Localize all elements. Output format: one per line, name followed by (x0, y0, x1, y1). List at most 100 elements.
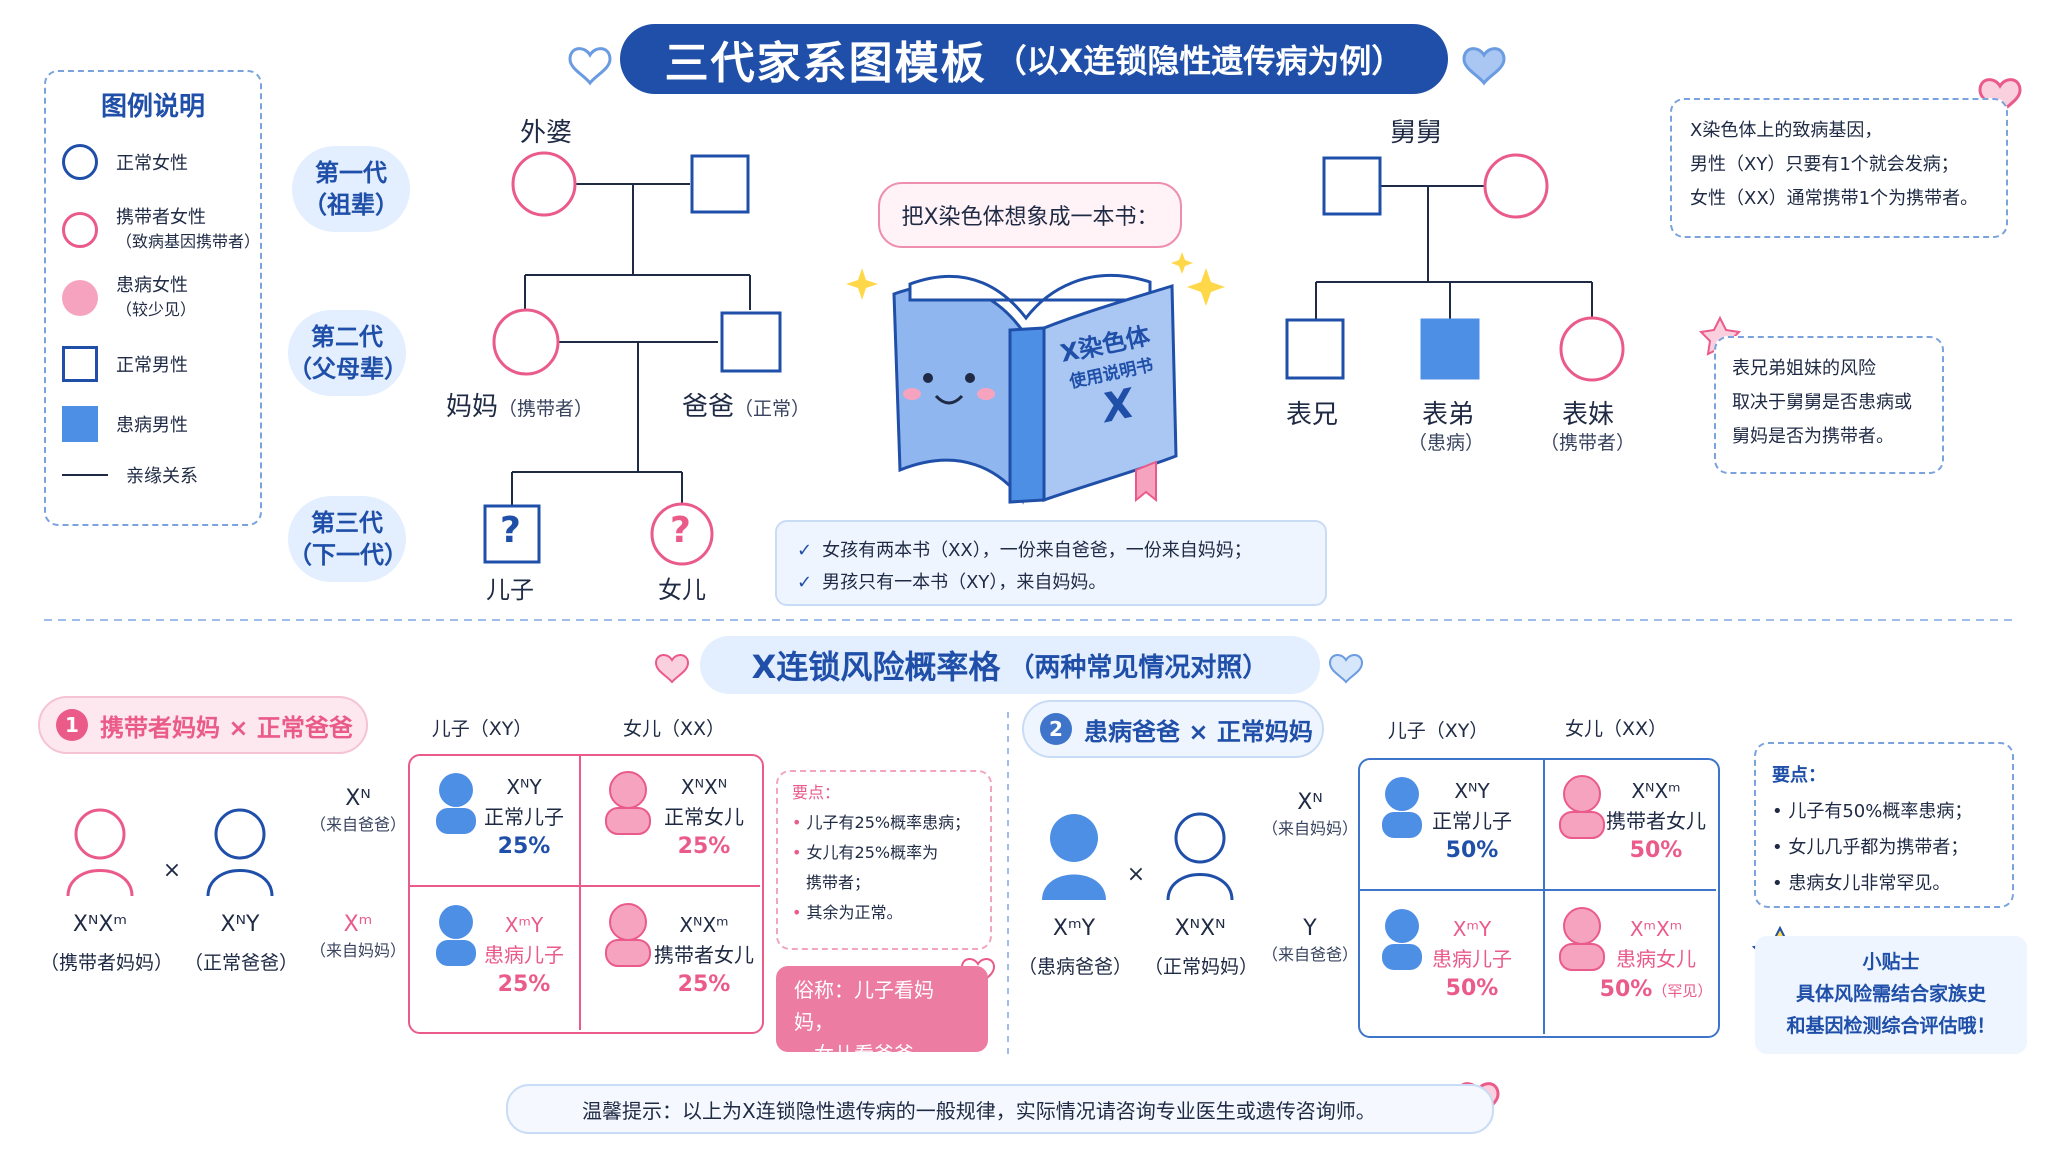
cousin3-note: （携带者） (1540, 432, 1636, 454)
cousin3-label: 表妹 (1562, 400, 1615, 430)
case2-mother-geno: XᴺXᴺ (1174, 916, 1226, 941)
case2-father-label: （患病爸爸） (1018, 956, 1133, 978)
check-icon: ✓ (797, 540, 813, 561)
line-icon (62, 474, 108, 476)
heart-icon (1328, 654, 1364, 684)
cousin1-label: 表兄 (1286, 400, 1339, 430)
case1-slogan: 俗称：儿子看妈妈， 女儿看爸爸。 (776, 966, 988, 1066)
legend-item: 正常男性 (62, 346, 188, 382)
case2-row1-allele: Xᴺ（来自妈妈） (1262, 790, 1359, 838)
avatar-daughter-icon (1559, 775, 1605, 839)
generation-3-pill: 第三代（下一代） (288, 496, 408, 582)
sparkle-icon (1171, 252, 1193, 274)
case1-mother-geno: XᴺXᵐ (72, 912, 128, 937)
cousin-risk-note: 表兄弟姐妹的风险 取决于舅舅是否患病或 舅妈是否为携带者。 (1714, 336, 1944, 474)
dad-symbol (720, 311, 782, 373)
aunt-symbol (1483, 153, 1549, 219)
case1-pill: 1 携带者妈妈 × 正常爸爸 (38, 696, 368, 754)
sparkle-icon (846, 268, 878, 300)
daughter-unknown-mark: ? (670, 510, 691, 551)
circle-affected-icon (62, 280, 98, 316)
legend-item: 携带者女性（致病基因携带者） (62, 206, 260, 254)
case1-father-label: （正常爸爸） (184, 952, 299, 974)
circle-normal-icon (62, 144, 98, 180)
avatar-daughter-icon (1559, 907, 1605, 971)
case2-punnett-grid (1358, 758, 1720, 1038)
small-tip-box: 小贴士 具体风险需结合家族史 和基因检测综合评估哦！ (1755, 936, 2027, 1054)
case1-col-son: 儿子（XY） (431, 718, 533, 740)
case1-father-icon (206, 808, 274, 897)
son-label: 儿子 (486, 576, 534, 604)
book-speech-bubble: 把X染色体想象成一本书： (878, 182, 1182, 248)
book-illustration (892, 273, 1178, 505)
case1-punnett-grid (408, 754, 764, 1034)
case1-cell-normal-daughter: XᴺXᴺ 正常女儿 25% (664, 775, 744, 859)
case2-father-geno: XᵐY (1052, 916, 1096, 941)
case2-mother-label: （正常妈妈） (1144, 956, 1259, 978)
uncle-label: 舅舅 (1390, 118, 1443, 148)
case2-cell-carrier-daughter: XᴺXᵐ 携带者女儿 50% (1606, 779, 1706, 863)
case1-father-geno: XᴺY (220, 912, 260, 937)
case2-col-daughter: 女儿（XX） (1564, 718, 1668, 740)
legend-item: 亲缘关系 (62, 462, 198, 488)
grandpa-symbol (690, 154, 750, 214)
case1-number: 1 (56, 709, 88, 741)
xlinked-note: X染色体上的致病基因， 男性（XY）只要有1个就会发病； 女性（XX）通常携带1… (1670, 98, 2008, 238)
daughter-label: 女儿 (658, 576, 706, 604)
legend-item: 正常女性 (62, 144, 188, 180)
case1-times: × (162, 858, 182, 883)
case1-row1-allele: Xᴺ（来自爸爸） (310, 786, 407, 834)
uncle-symbol (1322, 156, 1382, 216)
case2-row2-allele: Y（来自爸爸） (1262, 916, 1359, 964)
case2-times: × (1126, 862, 1146, 887)
case1-key-points: 要点： • 儿子有25%概率患病； • 女儿有25%概率为 携带者； • 其余为… (776, 770, 992, 950)
legend-item: 患病男性 (62, 406, 188, 442)
avatar-son-icon (436, 773, 476, 834)
legend-box: 图例说明 正常女性 携带者女性（致病基因携带者） 患病女性（较少见） 正常男性 … (44, 70, 262, 526)
legend-title: 图例说明 (100, 92, 205, 122)
circle-carrier-icon (62, 212, 98, 248)
avatar-daughter-icon (605, 903, 651, 967)
dad-label: 爸爸（正常） (682, 392, 811, 422)
check-item: ✓男孩只有一本书（XY），来自妈妈。 (797, 572, 1107, 593)
generation-1-pill: 第一代（祖辈） (292, 146, 410, 232)
son-symbol (483, 504, 541, 564)
book-checklist: ✓女孩有两本书（XX），一份来自爸爸，一份来自妈妈； ✓男孩只有一本书（XY），… (775, 520, 1327, 606)
generation-2-pill: 第二代（父母辈） (288, 310, 408, 396)
case2-father-icon (1042, 814, 1106, 900)
case2-number: 2 (1040, 713, 1072, 745)
case1-cell-normal-son: XᴺY 正常儿子 25% (484, 775, 564, 859)
cousin1-symbol (1285, 318, 1345, 380)
check-item: ✓女孩有两本书（XX），一份来自爸爸，一份来自妈妈； (797, 540, 1252, 561)
avatar-daughter-icon (605, 771, 651, 835)
right-pedigree (1315, 185, 1593, 320)
case2-key-points: 要点： • 儿子有50%概率患病； • 女儿几乎都为携带者； • 患病女儿非常罕… (1754, 742, 2014, 908)
case1-row2-allele: Xᵐ（来自妈妈） (310, 912, 407, 960)
page-title: 三代家系图模板 （以X连锁隐性遗传病为例） (620, 24, 1448, 94)
cousin2-label: 表弟 (1422, 400, 1475, 430)
heart-icon (654, 654, 690, 684)
avatar-son-icon (1382, 777, 1422, 838)
title-main: 三代家系图模板 (664, 38, 987, 89)
title-sub: （以X连锁隐性遗传病为例） (994, 42, 1404, 80)
sparkle-icon (1187, 268, 1225, 306)
heart-icon (1462, 47, 1506, 86)
case1-cell-carrier-daughter: XᴺXᵐ 携带者女儿 25% (654, 913, 754, 997)
avatar-son-icon (1382, 909, 1422, 970)
avatar-son-icon (436, 905, 476, 966)
case1-col-daughter: 女儿（XX） (622, 718, 726, 740)
square-affected-icon (62, 406, 98, 442)
case2-cell-affected-son: XᵐY 患病儿子 50% (1432, 917, 1512, 1001)
case2-pill: 2 患病爸爸 × 正常妈妈 (1022, 700, 1324, 758)
grandma-symbol (511, 151, 577, 217)
check-icon: ✓ (797, 572, 813, 593)
case1-cell-affected-son: XᵐY 患病儿子 25% (484, 913, 564, 997)
left-pedigree (511, 183, 751, 506)
case2-mother-icon (1166, 812, 1234, 901)
case2-cell-normal-son: XᴺY 正常儿子 50% (1432, 779, 1512, 863)
cousin2-symbol (1420, 318, 1480, 380)
grandma-label: 外婆 (520, 118, 573, 148)
heart-icon (568, 47, 612, 86)
footer-notice: 温馨提示：以上为X连锁隐性遗传病的一般规律，实际情况请咨询专业医生或遗传咨询师。 (506, 1084, 1494, 1134)
